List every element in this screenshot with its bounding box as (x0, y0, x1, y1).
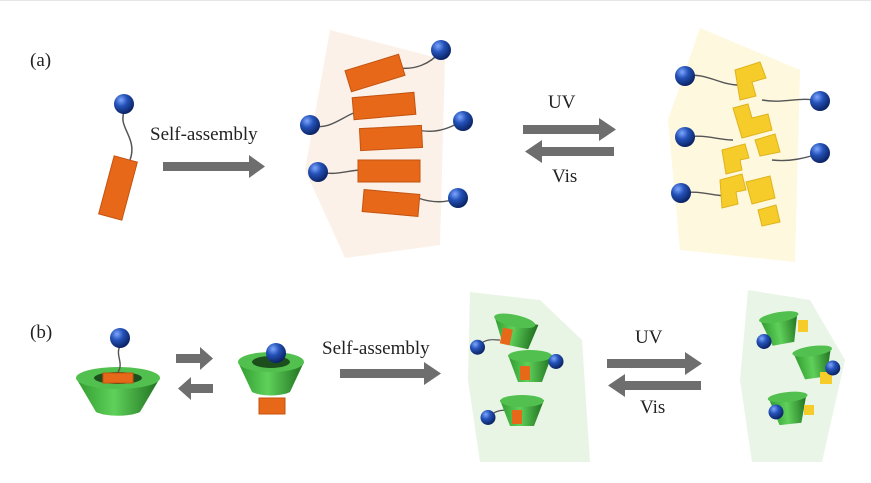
stacked-assembly-orange (300, 30, 473, 258)
uv-arrow-a (523, 118, 616, 141)
equilibrium-arrow-forward-b (176, 347, 213, 370)
disassembled-cones (740, 290, 845, 462)
top-rule (0, 0, 871, 1)
switched-assembly-yellow (668, 28, 830, 262)
panel-b-uv-label: UV (635, 327, 663, 348)
assembled-cones (468, 292, 590, 462)
self-assembly-arrow-b (340, 362, 441, 385)
equilibrium-arrow-reverse-b (178, 377, 213, 400)
monomer-a (98, 94, 138, 221)
panel-b-vis-label: Vis (640, 397, 666, 418)
panel-a-self-assembly-label: Self-assembly (150, 124, 258, 145)
panel-b-self-assembly-label: Self-assembly (322, 338, 430, 359)
panel-a-label: (a) (30, 50, 52, 71)
vis-arrow-a (525, 140, 614, 163)
uv-arrow-b (607, 352, 702, 375)
panel-a-vis-label: Vis (552, 166, 578, 187)
vis-arrow-b (608, 374, 701, 397)
panel-b-label: (b) (30, 322, 53, 343)
panel-a-uv-label: UV (548, 92, 576, 113)
self-assembly-arrow-a (163, 155, 265, 178)
cone-host-with-guest (76, 328, 160, 416)
inclusion-complex (238, 343, 304, 415)
